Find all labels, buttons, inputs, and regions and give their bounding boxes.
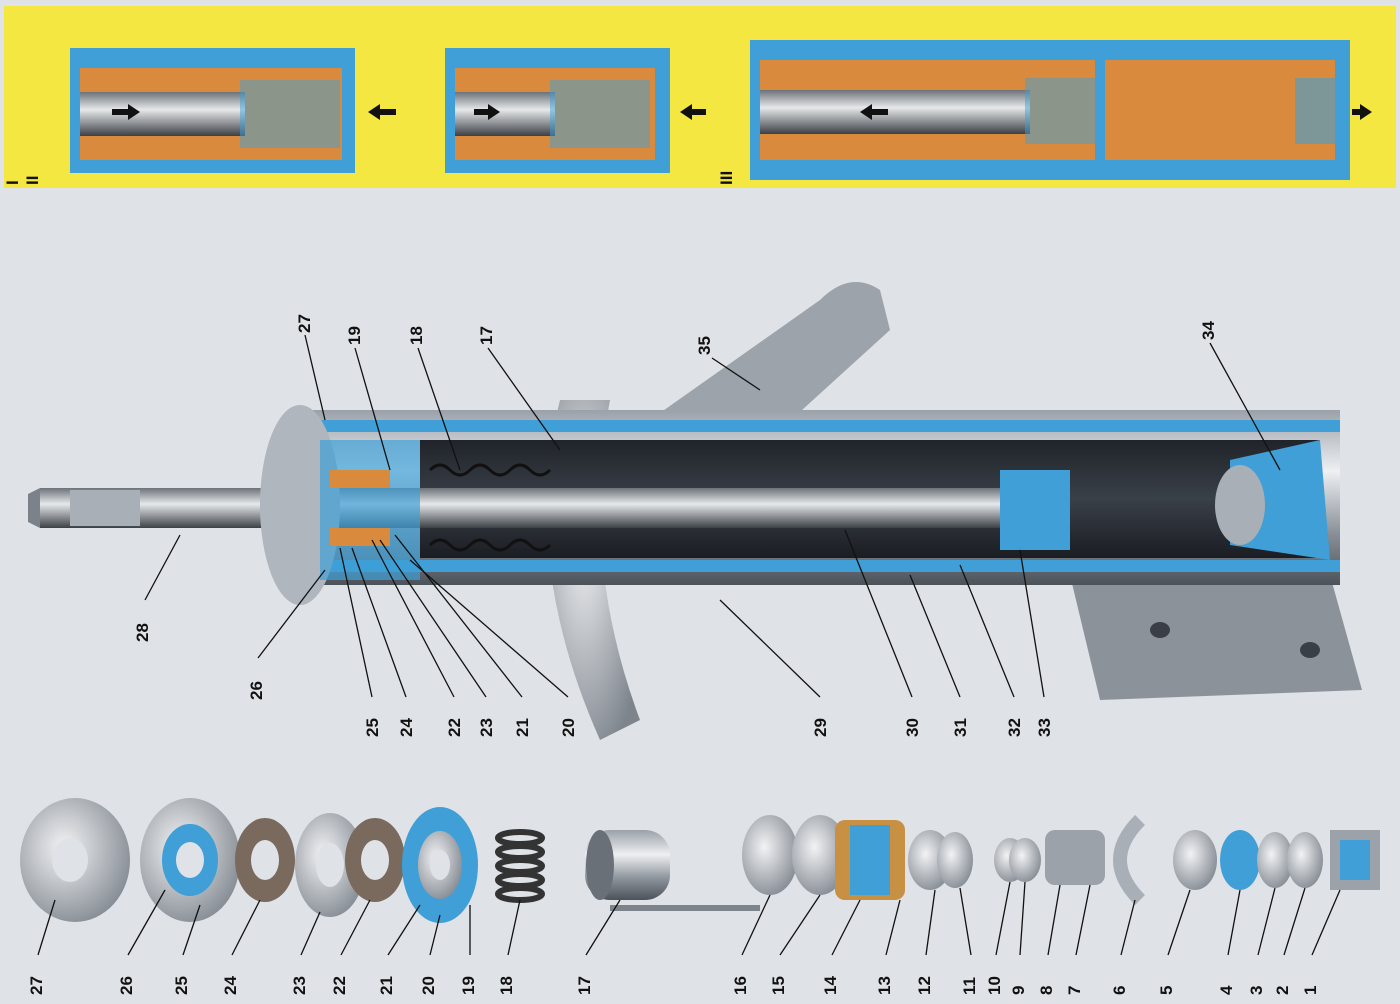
exploded-callouts: 27 26 25 24 23 22 21 20 19 18 17 16 15 1…	[27, 881, 1341, 995]
svg-text:18: 18	[407, 326, 426, 345]
svg-text:6: 6	[1110, 986, 1129, 995]
callout-25: 25	[339, 547, 382, 737]
svg-text:26: 26	[117, 976, 136, 995]
rod-thread	[70, 490, 140, 526]
svg-text:20: 20	[559, 718, 578, 737]
svg-text:14: 14	[821, 976, 840, 995]
callout-19: 19	[345, 326, 391, 471]
steering-knuckle-bracket	[650, 282, 890, 430]
svg-text:2: 2	[1273, 986, 1292, 995]
svg-text:26: 26	[247, 681, 266, 700]
svg-text:31: 31	[951, 718, 970, 737]
svg-text:23: 23	[477, 718, 496, 737]
piston	[1000, 470, 1070, 550]
callout-20: 20	[409, 559, 578, 737]
callout-33: 33	[1019, 549, 1054, 737]
inset-section-3	[750, 40, 1372, 180]
inset-section-2	[445, 48, 706, 173]
callout-28: 28	[133, 534, 181, 642]
inset-section-1	[70, 48, 396, 173]
assembly-callouts: 35 27 19 18 17 34 28 26 25 24 22 23 21 2…	[133, 314, 1281, 737]
piston-rod	[40, 488, 1020, 528]
svg-text:25: 25	[363, 718, 382, 737]
assembled-strut	[28, 282, 1362, 740]
svg-text:22: 22	[445, 718, 464, 737]
svg-text:16: 16	[731, 976, 750, 995]
svg-text:11: 11	[960, 977, 979, 995]
callout-17: 17	[477, 326, 561, 451]
svg-text:12: 12	[915, 976, 934, 995]
svg-text:7: 7	[1065, 986, 1084, 995]
callout-32: 32	[959, 564, 1024, 737]
svg-text:15: 15	[769, 976, 788, 995]
svg-text:27: 27	[295, 314, 314, 333]
svg-text:19: 19	[459, 976, 478, 995]
svg-text:4: 4	[1217, 985, 1236, 995]
callout-27: 27	[295, 314, 326, 421]
svg-text:18: 18	[497, 976, 516, 995]
callout-21: 21	[394, 534, 532, 737]
svg-text:21: 21	[513, 718, 532, 737]
mounting-bracket	[1070, 575, 1362, 700]
svg-text:17: 17	[575, 976, 594, 995]
svg-text:25: 25	[172, 976, 191, 995]
inset-label-II: II	[23, 176, 42, 185]
inset-panel: I II III	[3, 6, 1396, 188]
svg-text:21: 21	[377, 976, 396, 995]
svg-text:35: 35	[695, 336, 714, 355]
rebound-spring	[428, 463, 552, 552]
svg-text:9: 9	[1009, 986, 1028, 995]
callout-31: 31	[909, 574, 970, 737]
svg-text:24: 24	[221, 976, 240, 995]
inset-label-III: III	[717, 171, 736, 185]
rod-guide	[320, 440, 420, 580]
svg-text:13: 13	[875, 976, 894, 995]
svg-text:28: 28	[133, 623, 152, 642]
callout-26: 26	[247, 569, 326, 700]
svg-text:34: 34	[1199, 321, 1218, 340]
callout-24: 24	[351, 547, 416, 737]
callout-22: 22	[371, 539, 464, 737]
callout-30: 30	[844, 529, 922, 737]
svg-text:27: 27	[27, 976, 46, 995]
callout-35: 35	[695, 336, 761, 391]
callout-18: 18	[407, 326, 461, 471]
svg-text:33: 33	[1035, 718, 1054, 737]
callout-23: 23	[379, 539, 496, 737]
svg-text:10: 10	[985, 976, 1004, 995]
svg-text:3: 3	[1247, 986, 1266, 995]
inset-label-I: I	[3, 180, 22, 185]
svg-text:8: 8	[1037, 986, 1056, 995]
svg-text:29: 29	[811, 718, 830, 737]
callout-34: 34	[1199, 321, 1281, 471]
svg-text:5: 5	[1157, 986, 1176, 995]
svg-text:17: 17	[477, 326, 496, 345]
exploded-parts	[20, 798, 1380, 923]
svg-text:20: 20	[419, 976, 438, 995]
svg-text:23: 23	[290, 976, 309, 995]
svg-text:19: 19	[345, 326, 364, 345]
svg-text:1: 1	[1301, 986, 1320, 995]
callout-29: 29	[719, 599, 830, 737]
svg-text:30: 30	[903, 718, 922, 737]
svg-text:22: 22	[330, 976, 349, 995]
svg-text:32: 32	[1005, 718, 1024, 737]
svg-text:24: 24	[397, 718, 416, 737]
